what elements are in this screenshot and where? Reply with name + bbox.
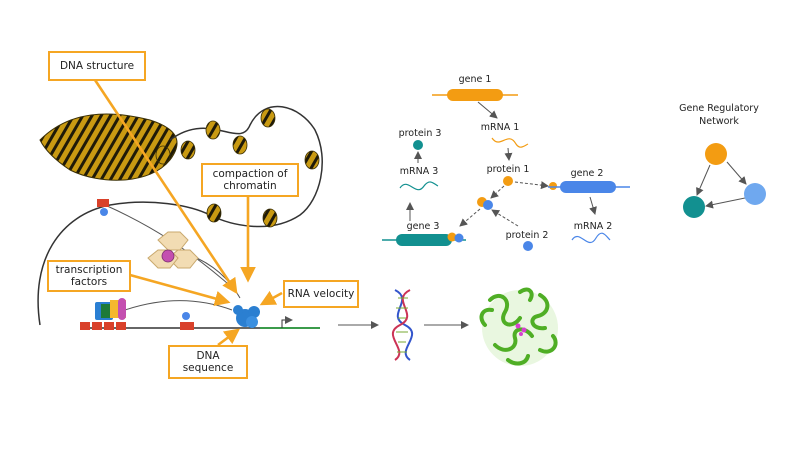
protein1-label: protein 1 <box>487 164 530 175</box>
mrna1-wave <box>491 137 529 148</box>
protein-structure <box>479 287 558 366</box>
enhancer-sites <box>80 199 194 330</box>
gene2-label: gene 2 <box>571 168 604 179</box>
mrna3-label: mRNA 3 <box>400 166 439 177</box>
gene2-block <box>560 181 616 193</box>
callout-dna-sequence-line2: sequence <box>182 362 234 374</box>
protein2-node <box>523 241 533 251</box>
grn-node-orange <box>705 143 727 165</box>
grn-title-line1: Gene Regulatory <box>679 103 759 114</box>
callout-compaction-line2: chromatin <box>223 180 277 192</box>
callout-rna-velocity: RNA velocity <box>283 280 359 308</box>
nucleosomes <box>155 108 320 228</box>
tf-complex <box>147 231 199 269</box>
grn-node-blue <box>744 183 766 205</box>
callout-dna-structure: DNA structure <box>48 51 146 81</box>
rna-polymerase <box>233 305 260 328</box>
protein2-label: protein 2 <box>506 230 549 241</box>
dna-helix <box>392 289 413 361</box>
callout-tf-line2: factors <box>70 276 108 288</box>
protein3-node <box>413 140 423 150</box>
callout-dna-sequence: DNA sequence <box>168 345 248 379</box>
protein1-node <box>503 176 513 186</box>
mrna2-wave <box>571 232 611 244</box>
complex-blue <box>483 200 493 210</box>
callout-tf-line1: transcription <box>55 263 123 276</box>
bound-factor-small <box>182 312 190 320</box>
tss-arrow <box>281 316 293 328</box>
callout-compaction-line1: compaction of <box>212 167 288 180</box>
regulatory-loop-3 <box>124 300 233 311</box>
gene3-bound-orange <box>447 232 457 242</box>
gene3-bound-blue <box>454 233 464 243</box>
tf-cluster <box>95 298 126 320</box>
grn-title-line2: Network <box>699 116 739 127</box>
callout-dna-structure-text: DNA structure <box>59 59 135 72</box>
gene3-label: gene 3 <box>407 221 440 232</box>
grn-node-teal <box>683 196 705 218</box>
chromatin-panel <box>37 79 558 366</box>
callout-transcription-factors: transcription factors <box>47 260 131 292</box>
protein3-label: protein 3 <box>399 128 442 139</box>
mrna2-label: mRNA 2 <box>574 221 613 232</box>
callout-compaction: compaction of chromatin <box>201 163 299 197</box>
mrna1-label: mRNA 1 <box>481 122 520 133</box>
protein1-bound-gene2 <box>549 182 557 190</box>
gene1-block <box>447 89 503 101</box>
gene3-block <box>396 234 452 246</box>
bound-factor-top <box>100 208 108 216</box>
gene1-label: gene 1 <box>459 74 492 85</box>
mrna3-wave <box>399 181 439 191</box>
callout-arrows <box>93 79 283 347</box>
grn-panel: Gene Regulatory Network <box>679 103 766 218</box>
chromatin-fiber <box>39 113 178 181</box>
callout-rna-velocity-text: RNA velocity <box>287 287 355 300</box>
gene-network-panel: gene 1 mRNA 1 protein 1 gene 2 mRNA 2 pr… <box>382 74 630 251</box>
callout-dna-sequence-line1: DNA <box>196 349 220 362</box>
